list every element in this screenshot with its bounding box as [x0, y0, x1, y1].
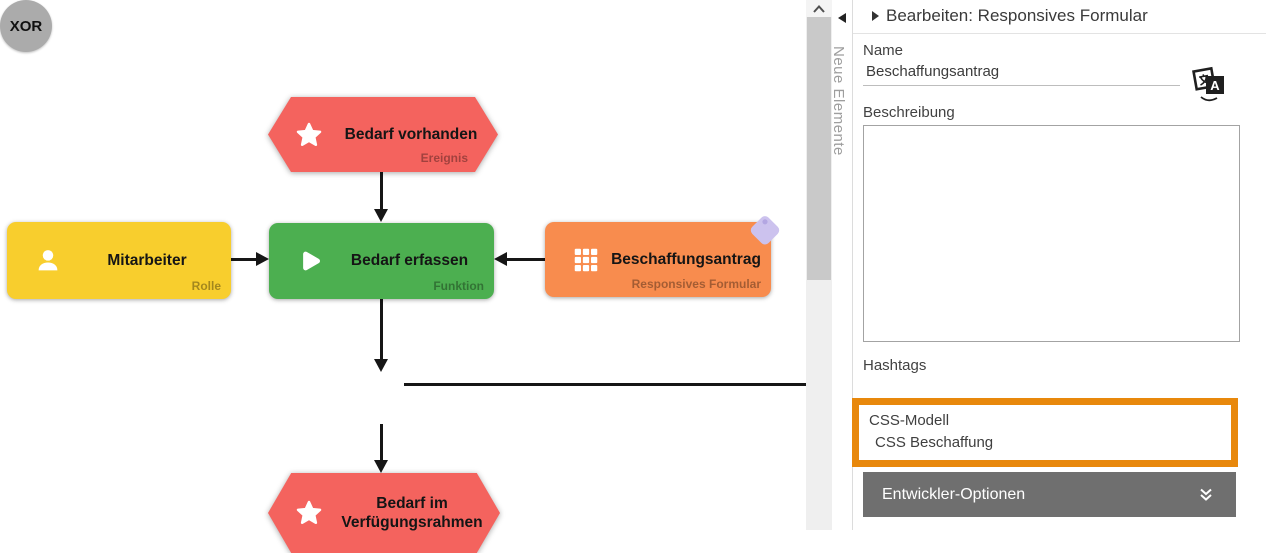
scrollbar-thumb[interactable] [807, 17, 831, 280]
edge-role-to-function[interactable] [231, 258, 257, 261]
node-type-label: Rolle [191, 279, 221, 293]
edit-properties-panel: Bearbeiten: Responsives Formular Name A … [852, 0, 1266, 530]
svg-text:A: A [1210, 78, 1220, 93]
star-icon [294, 498, 324, 528]
node-event-bedarf-im-verfuegungsrahmen[interactable]: Bedarf im Verfügungsrahmen [268, 473, 500, 553]
expand-arrow-icon[interactable] [872, 11, 879, 21]
node-function-bedarf-erfassen[interactable]: Bedarf erfassen Funktion [269, 223, 494, 299]
edge-event-to-function[interactable] [380, 172, 383, 212]
edge-xor-to-event[interactable] [380, 424, 383, 461]
developer-options-section-header[interactable]: Entwickler-Optionen [863, 472, 1236, 517]
star-icon [294, 120, 324, 150]
arrowhead-icon [374, 209, 388, 222]
canvas-vertical-scrollbar[interactable] [806, 0, 832, 530]
input-underline [863, 85, 1180, 86]
translate-icon[interactable]: A [1191, 63, 1227, 105]
node-label: Mitarbeiter [107, 251, 187, 269]
scrollbar-up-button[interactable] [806, 0, 832, 17]
panel-title: Bearbeiten: Responsives Formular [886, 6, 1148, 25]
new-elements-strip [832, 0, 853, 530]
arrowhead-icon [494, 252, 507, 266]
name-input[interactable] [866, 60, 1176, 82]
hashtag-item[interactable]: CSS Beschaffung [875, 434, 994, 451]
play-icon [295, 246, 325, 276]
edge-form-to-function[interactable] [507, 258, 545, 261]
node-xor-connector[interactable]: XOR [0, 0, 52, 52]
name-label: Name [863, 42, 904, 59]
node-label: XOR [9, 17, 43, 35]
edge-xor-right-branch[interactable] [404, 383, 806, 386]
hashtags-label: Hashtags [863, 357, 927, 374]
collapse-panel-arrow-icon[interactable] [838, 13, 846, 23]
developer-options-label: Entwickler-Optionen [882, 485, 1026, 503]
grid-icon [571, 245, 601, 275]
node-role-mitarbeiter[interactable]: Mitarbeiter Rolle [7, 222, 231, 299]
node-label: Beschaffungsantrag [611, 250, 761, 268]
hashtags-value-box[interactable]: CSS-Modell CSS Beschaffung [852, 398, 1238, 467]
description-label: Beschreibung [863, 104, 955, 121]
node-label: Bedarf vorhanden [344, 125, 478, 143]
arrowhead-icon [374, 460, 388, 473]
panel-header: Bearbeiten: Responsives Formular [853, 0, 1266, 34]
person-icon [33, 246, 63, 276]
node-type-label: Responsives Formular [631, 277, 761, 291]
node-type-label: Funktion [433, 279, 484, 293]
diagram-canvas[interactable]: Bedarf vorhanden Ereignis Mitarbeiter Ro… [0, 0, 806, 553]
double-chevron-down-icon [1200, 488, 1212, 501]
node-event-bedarf-vorhanden[interactable]: Bedarf vorhanden Ereignis [268, 97, 498, 172]
tab-new-elements[interactable]: Neue Elemente [830, 46, 847, 156]
description-textarea[interactable] [863, 125, 1240, 342]
arrowhead-icon [256, 252, 269, 266]
node-label: Bedarf im Verfügungsrahmen [341, 494, 483, 531]
chevron-up-icon [813, 4, 825, 13]
node-type-label: Ereignis [420, 151, 468, 165]
hashtag-tag-icon [747, 213, 783, 249]
hashtag-item[interactable]: CSS-Modell [869, 412, 950, 429]
node-form-beschaffungsantrag[interactable]: Beschaffungsantrag Responsives Formular [545, 222, 771, 297]
edge-function-to-xor[interactable] [380, 299, 383, 361]
node-label: Bedarf erfassen [350, 252, 469, 270]
arrowhead-icon [374, 359, 388, 372]
